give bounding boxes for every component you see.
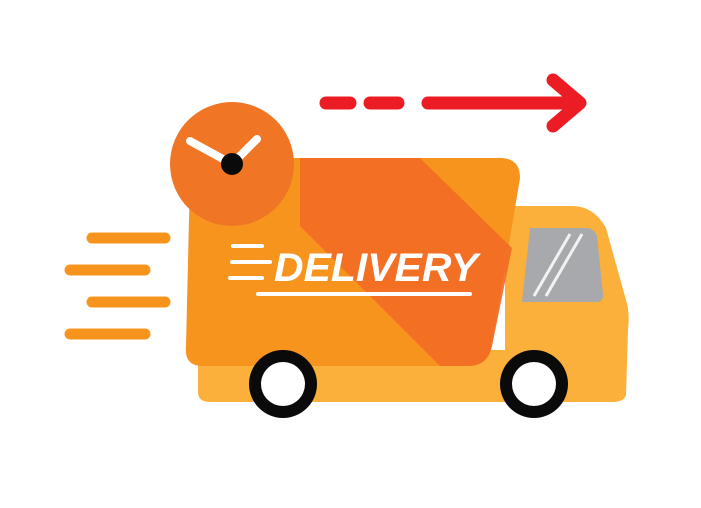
dashed-arrow-icon (319, 73, 587, 133)
delivery-truck-icon (185, 158, 629, 418)
speed-lines-icon (64, 232, 171, 340)
clock-icon (170, 102, 294, 226)
delivery-label: DELIVERY (274, 246, 481, 290)
rear-wheel (249, 350, 317, 418)
front-wheel (500, 350, 568, 418)
delivery-label-group: DELIVERY (228, 244, 481, 296)
